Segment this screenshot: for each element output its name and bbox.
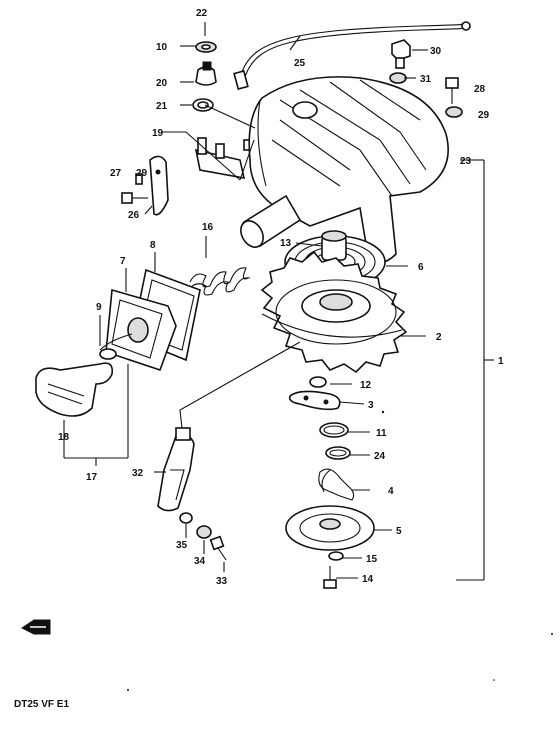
part-23-housing bbox=[248, 76, 449, 264]
part-20-cap bbox=[195, 61, 217, 86]
callout-22: 22 bbox=[196, 8, 208, 19]
callout-14: 14 bbox=[362, 574, 374, 585]
part-12-ring bbox=[309, 376, 327, 388]
part-18-handle bbox=[35, 362, 114, 417]
callout-1: 1 bbox=[498, 356, 504, 367]
part-31-washer bbox=[389, 72, 407, 84]
callout-33: 33 bbox=[216, 576, 228, 587]
callout-26: 26 bbox=[128, 210, 140, 221]
callout-28: 28 bbox=[474, 84, 486, 95]
callout-31: 31 bbox=[420, 74, 432, 85]
part-29-small-bolt bbox=[135, 173, 143, 185]
callout-16: 16 bbox=[202, 222, 214, 233]
callout-34: 34 bbox=[194, 556, 206, 567]
part-33-bolt bbox=[209, 535, 227, 561]
part-14-bolt bbox=[323, 566, 337, 589]
callout-4: 4 bbox=[388, 486, 394, 497]
part-30-bolt bbox=[391, 39, 411, 69]
callout-20: 20 bbox=[156, 78, 168, 89]
callout-32: 32 bbox=[132, 468, 144, 479]
part-29-bolt-right bbox=[445, 106, 463, 118]
callout-29-left: 29 bbox=[136, 168, 148, 179]
callout-9: 9 bbox=[96, 302, 102, 313]
part-34-washer bbox=[196, 525, 212, 539]
leader-lines bbox=[63, 35, 494, 581]
diagram-code: DT25 VF E1 bbox=[14, 699, 69, 710]
callout-2: 2 bbox=[436, 332, 442, 343]
part-2-pulley bbox=[260, 250, 408, 374]
part-16-spring bbox=[187, 267, 251, 296]
part-21-clip bbox=[192, 98, 214, 112]
callout-11: 11 bbox=[376, 428, 387, 439]
part-11-ring bbox=[319, 422, 349, 438]
part-10-washer bbox=[195, 41, 217, 53]
part-26-lever bbox=[149, 155, 169, 216]
housing-shaft bbox=[240, 194, 302, 248]
part-35-washer bbox=[179, 512, 193, 524]
callout-labels: 22 10 20 21 19 27 29 26 25 30 31 28 29 2… bbox=[14, 8, 504, 710]
part-3-pawl bbox=[288, 390, 341, 411]
callout-7: 7 bbox=[120, 256, 126, 267]
callout-30: 30 bbox=[430, 46, 442, 57]
callout-17: 17 bbox=[86, 472, 98, 483]
part-32-arm bbox=[157, 427, 195, 512]
callout-27: 27 bbox=[110, 168, 122, 179]
callout-13: 13 bbox=[280, 238, 292, 249]
callout-19: 19 bbox=[152, 128, 164, 139]
callout-25: 25 bbox=[294, 58, 306, 69]
callout-5: 5 bbox=[396, 526, 402, 537]
part-4-spring-clip bbox=[318, 468, 355, 501]
callout-8: 8 bbox=[150, 240, 156, 251]
part-5-plate bbox=[285, 505, 375, 551]
callout-18: 18 bbox=[58, 432, 70, 443]
callout-6: 6 bbox=[418, 262, 424, 273]
front-arrow-icon bbox=[21, 619, 51, 635]
callout-35: 35 bbox=[176, 540, 188, 551]
callout-24: 24 bbox=[374, 451, 386, 462]
callout-12: 12 bbox=[360, 380, 372, 391]
part-27-bolt bbox=[121, 192, 148, 204]
part-15-washer bbox=[328, 551, 344, 561]
callout-21: 21 bbox=[156, 101, 168, 112]
part-9-rope bbox=[99, 333, 133, 360]
callout-23: 23 bbox=[460, 156, 472, 167]
callout-3: 3 bbox=[368, 400, 374, 411]
part-25-cable bbox=[233, 21, 471, 91]
callout-29-right: 29 bbox=[478, 110, 490, 121]
callout-15: 15 bbox=[366, 554, 378, 565]
part-24-ring bbox=[325, 446, 351, 460]
part-7-guide bbox=[105, 288, 177, 372]
callout-10: 10 bbox=[156, 42, 168, 53]
part-28-bolt bbox=[445, 77, 459, 104]
